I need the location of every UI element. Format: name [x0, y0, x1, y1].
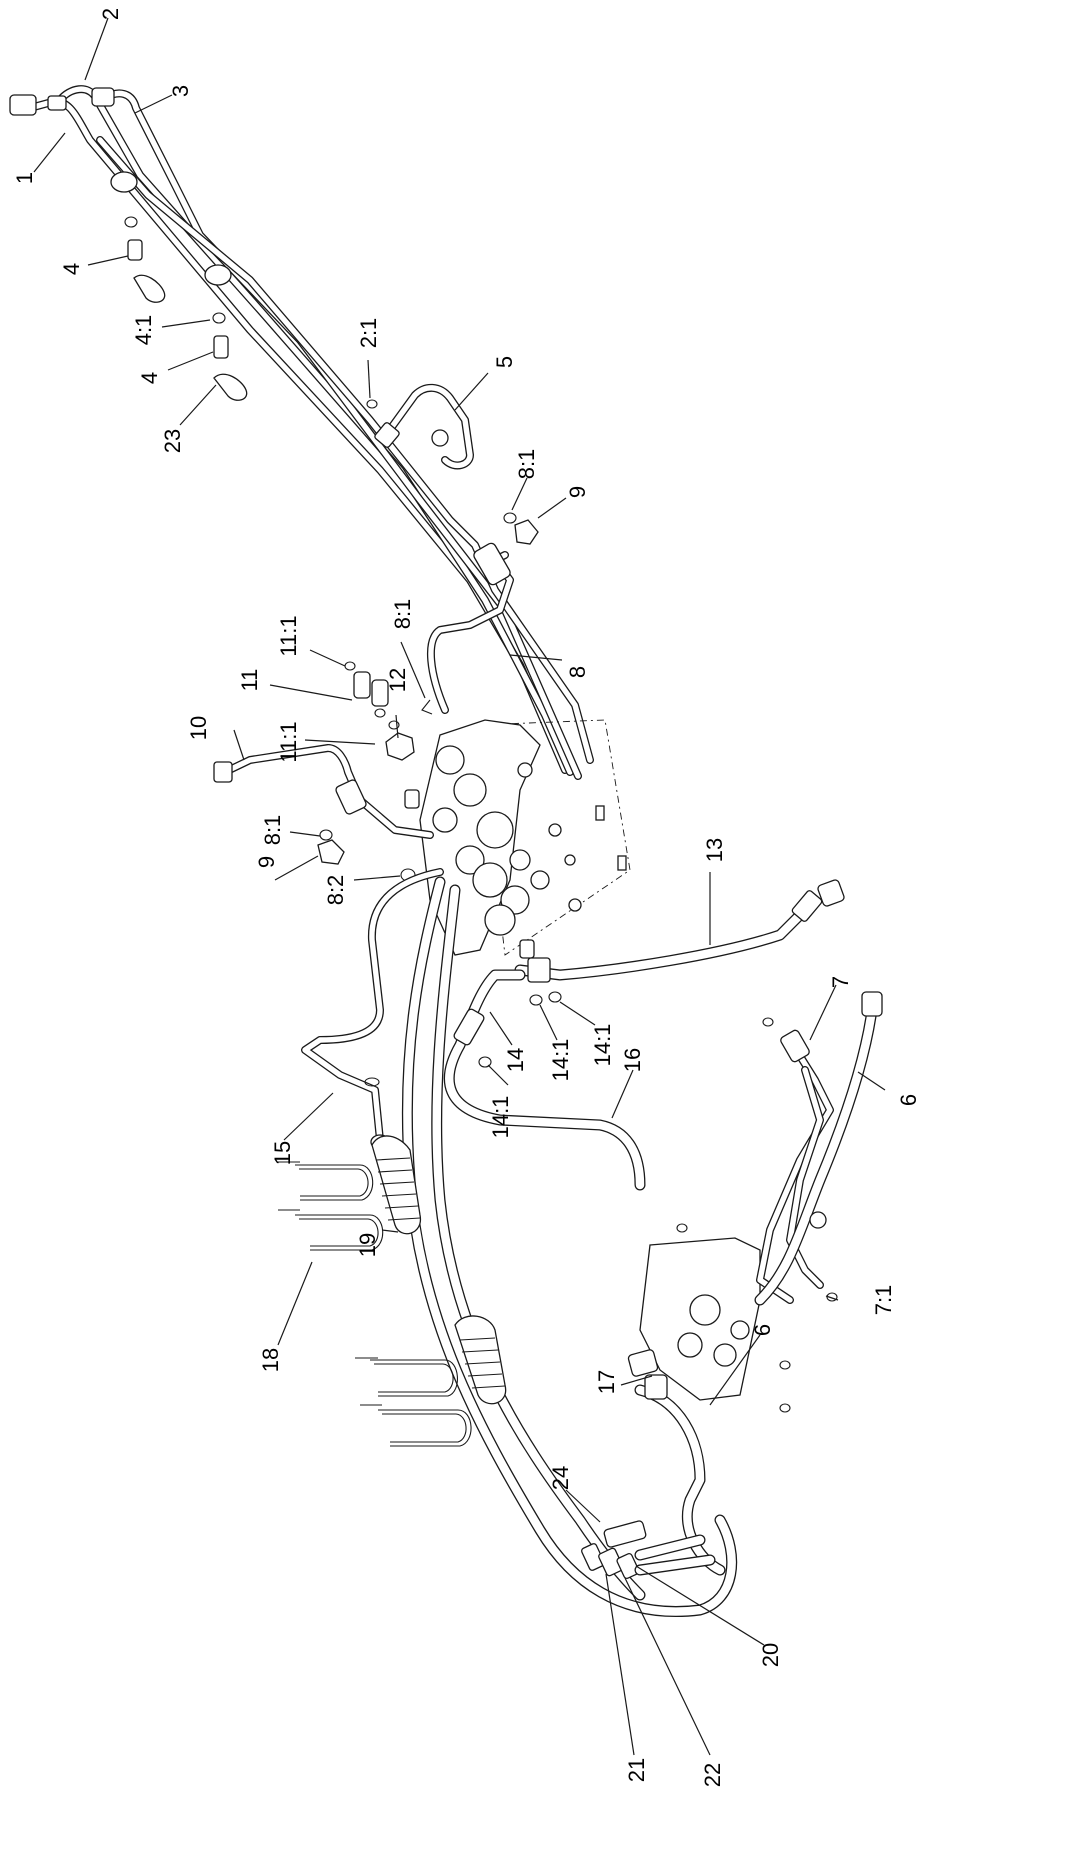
nut-9-upper: [514, 519, 539, 545]
tube-end-fitting-3: [47, 95, 67, 111]
hose-14: [443, 969, 646, 1191]
callout-10: 10: [186, 716, 211, 740]
callout-4-1: 4:1: [131, 315, 156, 346]
callout-14-1-c: 14:1: [488, 1096, 513, 1139]
callout-14: 14: [503, 1048, 528, 1072]
dust-cap-upper: [133, 274, 166, 303]
callout-3: 3: [168, 85, 193, 97]
nut-12: [385, 732, 415, 761]
tube-end-fitting-1: [9, 94, 37, 116]
tube-end-fitting-2: [91, 87, 115, 107]
callout-17: 17: [594, 1370, 619, 1394]
callout-4-lower: 4: [137, 372, 162, 384]
callout-15: 15: [270, 1141, 295, 1165]
callout-8-2: 8:2: [323, 875, 348, 906]
tube-15: [301, 868, 444, 1150]
callout-8-1-mid: 8:1: [390, 599, 415, 630]
callout-21: 21: [624, 1758, 649, 1782]
nut-9-lower: [317, 839, 345, 865]
lower-valve-block: [627, 1223, 791, 1413]
leader-lines: [33, 17, 886, 1756]
test-port-upper: [124, 216, 166, 303]
callout-labels: 1 2 3 4 4:1 4 23 2:1 5 8:1 9 8:1 8 11:1 …: [12, 8, 921, 1787]
callout-14-1-b: 14:1: [590, 1024, 615, 1067]
tube-5: [366, 383, 474, 470]
callout-11-1-upper: 11:1: [276, 615, 301, 656]
callout-11-1-lower: 11:1: [276, 721, 301, 762]
callout-23: 23: [160, 429, 185, 453]
hose-fitting-cluster: [581, 1520, 716, 1580]
callout-8: 8: [565, 666, 590, 678]
tube-bundle-1-2-3: [9, 85, 594, 780]
callout-22: 22: [700, 1763, 725, 1787]
callout-4-upper: 4: [59, 263, 84, 275]
tube-10: [213, 744, 434, 882]
callout-7: 7: [828, 976, 853, 988]
callout-5: 5: [492, 356, 517, 368]
callout-12: 12: [385, 668, 410, 692]
callout-9-upper: 9: [565, 486, 590, 498]
callout-14-1-a: 14:1: [548, 1039, 573, 1082]
callout-2-1: 2:1: [356, 318, 381, 349]
dust-cap-lower: [213, 373, 248, 401]
sleeve-19-a: [371, 1135, 421, 1235]
tube-nut-upper: [110, 171, 138, 193]
callout-6-right: 6: [896, 1094, 921, 1106]
callout-6-lower: 6: [750, 1324, 775, 1336]
callout-2: 2: [98, 8, 123, 20]
callout-1: 1: [12, 172, 37, 184]
callout-16: 16: [620, 1048, 645, 1072]
tube-nut-lower: [204, 264, 232, 286]
callout-11: 11: [237, 669, 262, 692]
sleeve-19-b: [454, 1315, 507, 1405]
callout-13: 13: [702, 838, 727, 862]
clamp-18-b: [355, 1357, 472, 1447]
callout-19: 19: [355, 1233, 380, 1257]
callout-24: 24: [548, 1466, 573, 1490]
callout-8-1-lower: 8:1: [260, 815, 285, 846]
callout-8-1-upper: 8:1: [514, 449, 539, 480]
callout-20: 20: [758, 1643, 783, 1667]
test-port-lower: [212, 312, 248, 401]
callout-18: 18: [258, 1348, 283, 1372]
long-hoses: [401, 876, 738, 1617]
tube-8: [421, 512, 539, 715]
fittings-11-12: [344, 661, 415, 761]
hose-13: [514, 879, 845, 983]
tube-7-hose-6: [754, 991, 883, 1306]
callout-7-1: 7:1: [871, 1285, 896, 1316]
callout-9-lower: 9: [254, 856, 279, 868]
